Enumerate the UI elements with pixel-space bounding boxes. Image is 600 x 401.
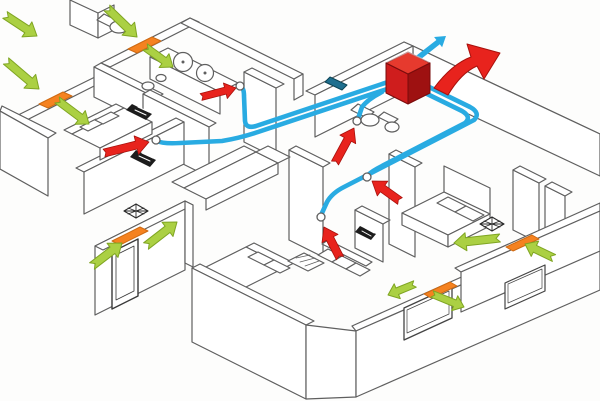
bed-bottom-pillow-2 <box>263 259 291 274</box>
kitchen-sink-2-drain <box>203 71 207 75</box>
window-3-frame <box>504 264 546 310</box>
hrv-unit-highlight <box>386 51 430 63</box>
bedroom-left-wall-face <box>83 121 185 215</box>
bed-right-pillow-2 <box>454 205 485 222</box>
wc-bowl <box>360 113 380 127</box>
duct-trunk-main <box>154 83 399 146</box>
wall-grille-3-slat-a <box>361 230 372 237</box>
window-3-inner <box>507 268 543 304</box>
front-wall-center-face <box>191 267 307 400</box>
wall-grille-teal <box>324 76 348 91</box>
floor-diffuser-1-dg2 <box>127 207 145 215</box>
kitchen-ne-wall-end <box>293 73 304 101</box>
hall-wall-2-face <box>288 149 324 258</box>
shower-hatch-3 <box>304 260 320 267</box>
front-door-inner <box>115 245 135 301</box>
fresh-air-arrow-10 <box>387 280 417 300</box>
bedroom-right-wall-face <box>388 153 416 258</box>
intake-vent-top <box>127 36 162 54</box>
wall-grille-2-slat-a <box>138 155 151 162</box>
nursery-wall-band <box>354 205 391 225</box>
exhaust-arrow-outside <box>433 43 501 96</box>
fresh-air-arrow-11 <box>430 290 465 312</box>
intake-vent-left <box>38 91 73 109</box>
wall-grille-3-slat-b <box>364 227 375 234</box>
fresh-air-arrow-9 <box>524 240 557 262</box>
bedroom-ne-wall-face <box>460 210 600 313</box>
floor-diffuser-2-dg2 <box>483 220 501 228</box>
sofa-chaise <box>255 145 291 164</box>
closet-wall-2-band <box>544 181 573 197</box>
duct-outlet-1 <box>151 135 161 145</box>
extract-arrow-bathroom <box>371 180 403 205</box>
fresh-air-arrow-4 <box>2 57 40 90</box>
duct-right-b <box>319 81 479 216</box>
intake-vent-front <box>423 281 458 299</box>
fresh-air-arrow-8 <box>453 232 501 252</box>
wall-grille-1-slat-a <box>134 109 147 116</box>
shower-hatch-2 <box>299 257 316 263</box>
wall-grille-1-slat-b <box>137 106 150 113</box>
extract-arrow-wc <box>331 127 357 166</box>
counter-item-1 <box>141 81 155 91</box>
sofa-front <box>205 162 279 211</box>
front-wall-side <box>184 200 194 268</box>
fresh-air-arrow-3 <box>142 43 174 68</box>
front-wall-corner-fill <box>305 324 357 400</box>
bench-seat-3 <box>345 262 371 277</box>
counter-item-2 <box>155 73 167 83</box>
fresh-air-arrow-1 <box>2 11 38 38</box>
intake-air-arrow <box>412 36 446 64</box>
fresh-air-arrow-5 <box>54 96 90 125</box>
bedroom-right-wall-band <box>388 149 423 168</box>
kitchen-cabinet-a <box>69 0 99 39</box>
duct-outlet-5 <box>316 212 326 222</box>
extract-arrow-bedroom-left <box>102 135 150 158</box>
hall-wall-band <box>243 67 285 89</box>
extract-arrow-nursery <box>321 226 345 261</box>
intake-vent-bedroom <box>505 234 540 252</box>
kitchen-sink-1-drain <box>181 60 185 64</box>
fresh-air-arrow-7 <box>143 221 178 250</box>
basin-bowl <box>384 121 400 133</box>
fresh-air-arrow-6 <box>89 242 123 270</box>
fresh-air-arrow-2 <box>103 4 138 38</box>
right-wing-ne-wall-face <box>412 45 600 177</box>
shower-hatch-1 <box>295 254 311 259</box>
extract-arrow-hall <box>199 82 237 101</box>
duct-outlet-3 <box>352 116 362 126</box>
duct-outlet-2 <box>235 81 245 91</box>
wall-grille-2 <box>130 150 156 167</box>
closet-wall-1-band <box>512 165 547 184</box>
duct-wc-drop <box>355 89 385 122</box>
wall-grille-2-slat-b <box>141 152 154 159</box>
duct-outlet-4 <box>362 172 372 182</box>
hall-wall-2-band <box>288 145 331 168</box>
left-end-wall-face <box>0 110 49 197</box>
bed-left-pillow-2 <box>94 111 120 125</box>
